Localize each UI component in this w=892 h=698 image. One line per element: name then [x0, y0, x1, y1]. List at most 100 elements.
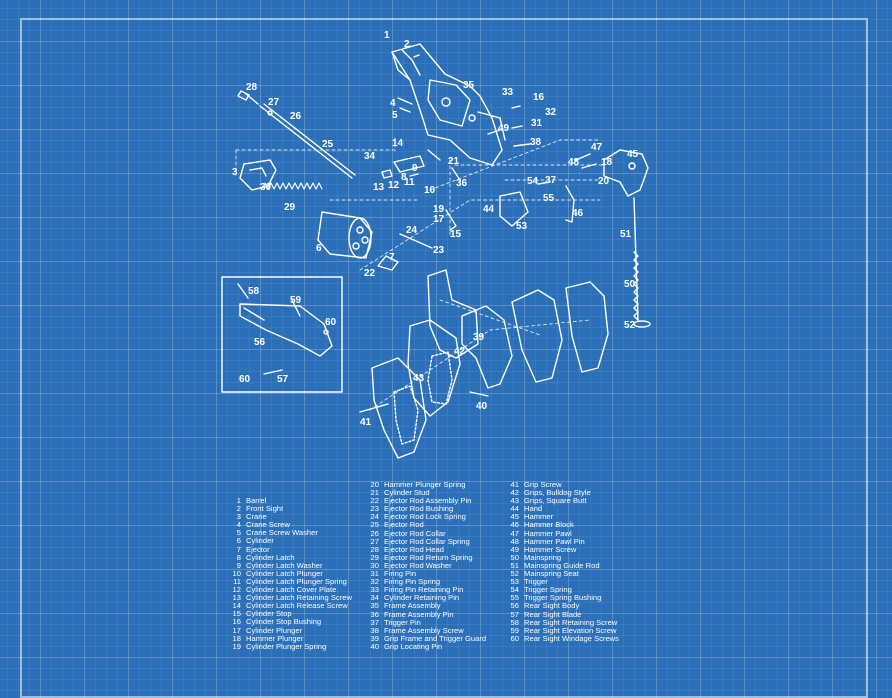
legend-part-number: 42 — [510, 488, 519, 498]
legend-part-number: 53 — [510, 577, 519, 587]
callout-label: 59 — [290, 295, 302, 306]
legend-part-number: 30 — [370, 560, 379, 570]
legend-part-number: 27 — [370, 536, 379, 546]
callout-label: 20 — [598, 176, 610, 187]
legend-part-name: Cylinder Plunger — [246, 625, 303, 635]
legend-part-name: Cylinder Stop — [246, 609, 292, 619]
callout-label: 52 — [624, 320, 636, 331]
legend-row: 24 Ejector Rod Lock Spring — [366, 513, 486, 521]
mainspring-assembly — [633, 197, 651, 328]
callout-label: 28 — [246, 82, 258, 93]
legend-row: 22 Ejector Rod Assembly Pin — [366, 497, 486, 505]
small-hardware — [377, 97, 551, 271]
legend-part-name: Hand — [524, 504, 543, 514]
legend-row: 33 Firing Pin Retaining Pin — [366, 586, 486, 594]
legend-part-name: Cylinder Latch Cover Plate — [246, 585, 337, 595]
legend-part-number: 24 — [370, 512, 379, 522]
legend-row: 3 Crane — [228, 513, 352, 521]
legend-part-name: Cylinder Retaining Pin — [384, 593, 460, 603]
callout-label: 40 — [476, 401, 488, 412]
legend-part-name: Rear Sight Body — [524, 601, 580, 611]
legend-part-name: Ejector Rod Bushing — [384, 504, 454, 514]
legend-row: 56 Rear Sight Body — [506, 602, 619, 610]
legend-part-number: 45 — [510, 512, 519, 522]
legend-part-name: Ejector Rod Lock Spring — [384, 512, 466, 522]
callout-label: 39 — [473, 332, 485, 343]
legend-part-number: 18 — [232, 633, 241, 643]
legend-part-number: 49 — [510, 544, 519, 554]
legend-part-name: Trigger — [524, 577, 548, 587]
lockwork-parts — [499, 149, 649, 227]
legend-part-number: 31 — [370, 569, 379, 579]
legend-part-number: 7 — [236, 544, 241, 554]
callout-label: 2 — [404, 39, 410, 50]
callout-label: 6 — [316, 243, 322, 254]
legend-part-name: Ejector Rod Collar Spring — [384, 536, 470, 546]
frame-barrel-assembly — [391, 43, 506, 166]
callout-label: 58 — [248, 286, 260, 297]
legend-row: 27 Ejector Rod Collar Spring — [366, 536, 486, 546]
callout-label: 9 — [412, 163, 418, 174]
callout-label: 33 — [502, 87, 514, 98]
callout-label: 22 — [364, 268, 376, 279]
callout-label: 24 — [406, 225, 418, 236]
crane — [239, 159, 277, 191]
legend-part-name: Ejector Rod — [384, 520, 424, 530]
legend-part-name: Frame Assembly Pin — [384, 609, 454, 619]
callout-label: 56 — [254, 337, 266, 348]
legend-part-number: 29 — [370, 552, 379, 562]
legend-part-name: Grips, Square Butt — [524, 496, 587, 506]
legend-part-number: 3 — [236, 512, 241, 522]
legend-part-name: Firing Pin Retaining Pin — [384, 585, 464, 595]
legend-part-name: Firing Pin — [384, 569, 417, 579]
legend-row: 20 Hammer Plunger Spring — [366, 480, 486, 489]
callout-label: 8 — [401, 172, 407, 183]
legend-part-name: Ejector Rod Assembly Pin — [384, 496, 472, 506]
callout-label: 3 — [232, 167, 238, 178]
callout-label: 54 — [527, 176, 539, 187]
callout-label: 30 — [260, 182, 272, 193]
legend-part-number: 20 — [370, 480, 379, 489]
legend-part-name: Crane — [246, 512, 267, 522]
callout-label: 12 — [388, 180, 400, 191]
legend-part-name: Barrel — [246, 496, 267, 505]
legend-part-name: Grips, Bulldog Style — [524, 488, 591, 498]
legend-row: 42 Grips, Bulldog Style — [506, 488, 619, 498]
legend-part-number: 22 — [370, 496, 379, 506]
legend-part-number: 33 — [370, 585, 379, 595]
legend-part-number: 59 — [510, 625, 519, 635]
exploded-parts-drawing — [221, 43, 651, 459]
legend-part-name: Hammer Plunger Spring — [384, 480, 466, 489]
callout-label: 35 — [463, 80, 475, 91]
legend-part-number: 26 — [370, 528, 379, 538]
legend-part-number: 56 — [510, 601, 519, 611]
legend-part-number: 47 — [510, 528, 519, 538]
ejector-return-spring — [264, 182, 323, 190]
legend-part-number: 37 — [370, 617, 379, 627]
